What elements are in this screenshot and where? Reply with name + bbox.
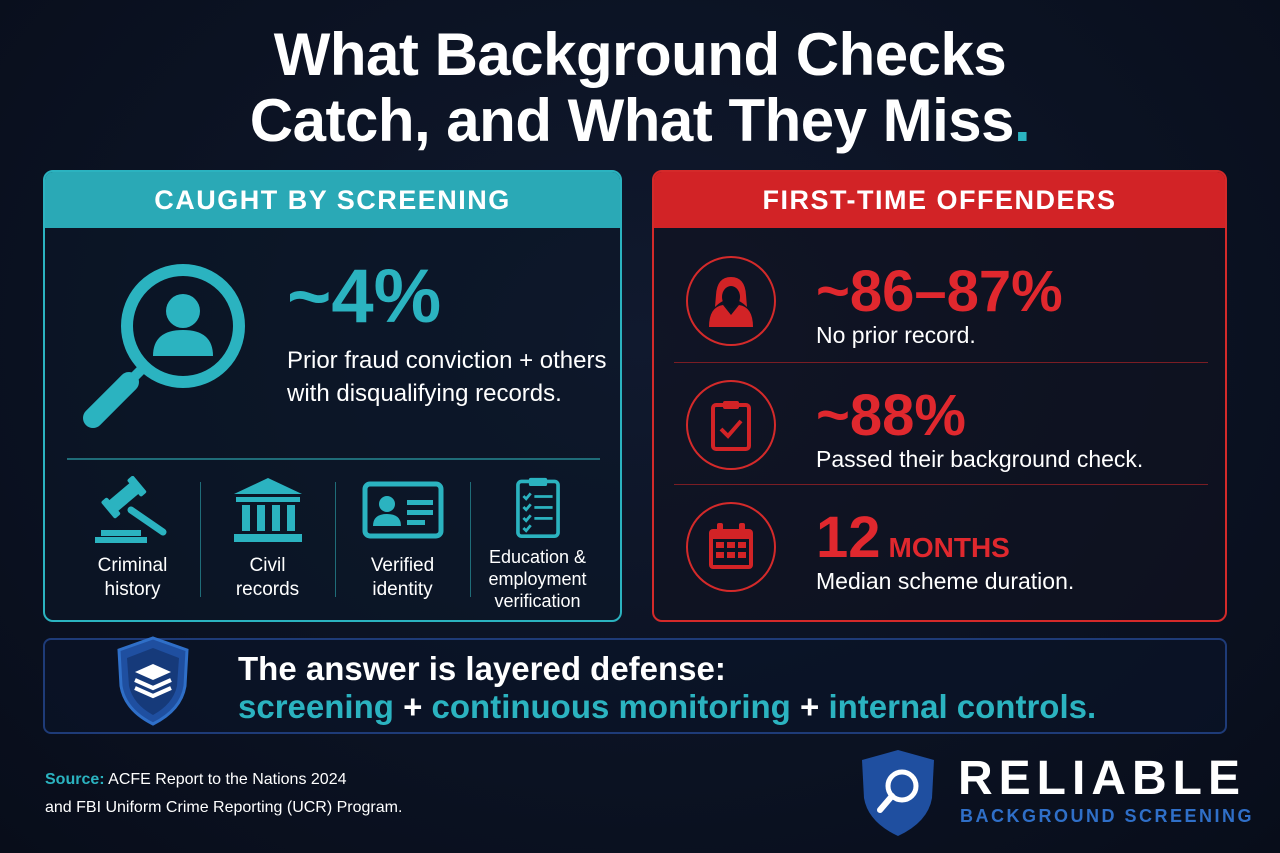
- divider: [674, 484, 1208, 485]
- source-label: Source:: [45, 771, 105, 788]
- hooded-figure-icon: [709, 277, 753, 327]
- passed-check-stat: ~88%: [816, 383, 966, 448]
- brand-logo-name: RELIABLE: [958, 752, 1246, 805]
- icon-circle: [686, 380, 776, 470]
- banner-headline: The answer is layered defense:: [238, 650, 726, 687]
- id-card-icon: [362, 481, 443, 539]
- layered-defense-banner: The answer is layered defense: screening…: [43, 636, 1227, 734]
- clipboard-check-icon: [711, 401, 751, 451]
- page-title: What Background Checks Catch, and What T…: [0, 22, 1280, 154]
- gavel-icon: [94, 476, 166, 543]
- checklist-icon: [515, 477, 560, 538]
- brand-shield-magnifier-icon: [862, 750, 934, 836]
- no-record-description: No prior record.: [816, 322, 976, 348]
- check-criminal-history: Criminal history: [65, 472, 200, 612]
- offender-row-no-record: ~86–87% No prior record.: [654, 240, 1225, 360]
- check-civil-records: Civil records: [200, 472, 335, 612]
- calendar-icon: [709, 523, 753, 569]
- first-time-offenders-panel: FIRST-TIME OFFENDERS ~86–87% No prior re…: [652, 170, 1227, 622]
- title-period: .: [1014, 87, 1031, 154]
- layer-screening: screening: [238, 688, 394, 725]
- layer-monitoring: continuous monitoring: [431, 688, 791, 725]
- icon-circle: [686, 256, 776, 346]
- first-time-heading: FIRST-TIME OFFENDERS: [654, 172, 1225, 228]
- icon-circle: [686, 502, 776, 592]
- source-line-2: and FBI Uniform Crime Reporting (UCR) Pr…: [45, 799, 403, 816]
- screening-checks: Criminal history Civil records: [65, 472, 605, 612]
- caught-stat: ~4%: [287, 254, 442, 339]
- scheme-duration-description: Median scheme duration.: [816, 568, 1075, 594]
- courthouse-icon: [233, 478, 302, 542]
- divider: [67, 458, 600, 460]
- source-line-1: ACFE Report to the Nations 2024: [108, 771, 347, 788]
- title-line-2: Catch, and What They Miss.: [249, 87, 1031, 154]
- source-note: Source: ACFE Report to the Nations 2024 …: [45, 766, 402, 822]
- check-label: Civil records: [235, 555, 300, 600]
- check-label: Education & employment verification: [488, 547, 587, 611]
- banner-layers: screening + continuous monitoring + inte…: [238, 688, 1096, 726]
- scheme-duration-unit: MONTHS: [888, 532, 1010, 563]
- check-label: Verified identity: [370, 555, 435, 600]
- magnifier-person-icon: [83, 264, 245, 428]
- plus-separator: +: [403, 688, 423, 725]
- no-record-stat: ~86–87%: [816, 259, 1063, 324]
- brand-logo-subtitle: BACKGROUND SCREENING: [960, 806, 1255, 826]
- caught-heading: CAUGHT BY SCREENING: [45, 172, 620, 228]
- offender-row-passed-check: ~88% Passed their background check.: [654, 364, 1225, 484]
- title-line-1: What Background Checks: [273, 21, 1007, 88]
- divider: [674, 362, 1208, 363]
- caught-description: Prior fraud conviction + others with dis…: [287, 347, 607, 407]
- passed-check-description: Passed their background check.: [816, 446, 1144, 472]
- layers-shield-icon: [117, 636, 189, 726]
- check-label: Criminal history: [97, 555, 168, 600]
- plus-separator: +: [799, 688, 820, 725]
- caught-by-screening-panel: CAUGHT BY SCREENING ~4% Prior fraud conv…: [43, 170, 622, 622]
- layer-internal-controls: internal controls.: [828, 688, 1097, 725]
- check-verified-identity: Verified identity: [335, 472, 470, 612]
- check-education-employment: Education & employment verification: [470, 472, 605, 612]
